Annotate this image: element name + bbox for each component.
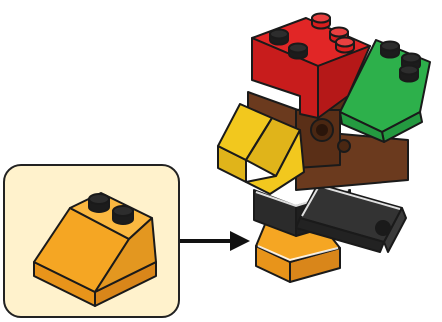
- assembled-model: [217, 12, 431, 283]
- callout-slope-brick: [33, 192, 157, 307]
- red-stud: [288, 42, 308, 60]
- green-slope-front: [339, 111, 385, 143]
- yellow-slope-edge: [245, 117, 273, 161]
- callout-slope-stud: [112, 205, 134, 225]
- red-stud: [335, 36, 355, 54]
- yellow-slope: [217, 103, 305, 195]
- arm-end: [383, 207, 407, 253]
- arrow-head: [230, 231, 250, 251]
- callout-slope-stud: [88, 193, 110, 213]
- red-top-brick: [251, 12, 371, 119]
- red-stud: [269, 28, 289, 46]
- callout-slope-side-face: [94, 217, 157, 293]
- green-stud: [399, 64, 419, 83]
- green-slope: [339, 39, 431, 143]
- green-stud: [380, 40, 400, 59]
- yellow-slope-right-face: [245, 129, 305, 195]
- arm-pin-hole: [375, 220, 391, 236]
- brown-small-hole: [337, 139, 351, 153]
- brown-technic-hole-inner: [316, 124, 328, 136]
- arm-bottom: [295, 217, 385, 253]
- red-stud: [311, 12, 331, 30]
- placement-arrow: [180, 231, 250, 251]
- orange-base-highlight: [257, 245, 339, 262]
- red-right-face: [317, 45, 371, 119]
